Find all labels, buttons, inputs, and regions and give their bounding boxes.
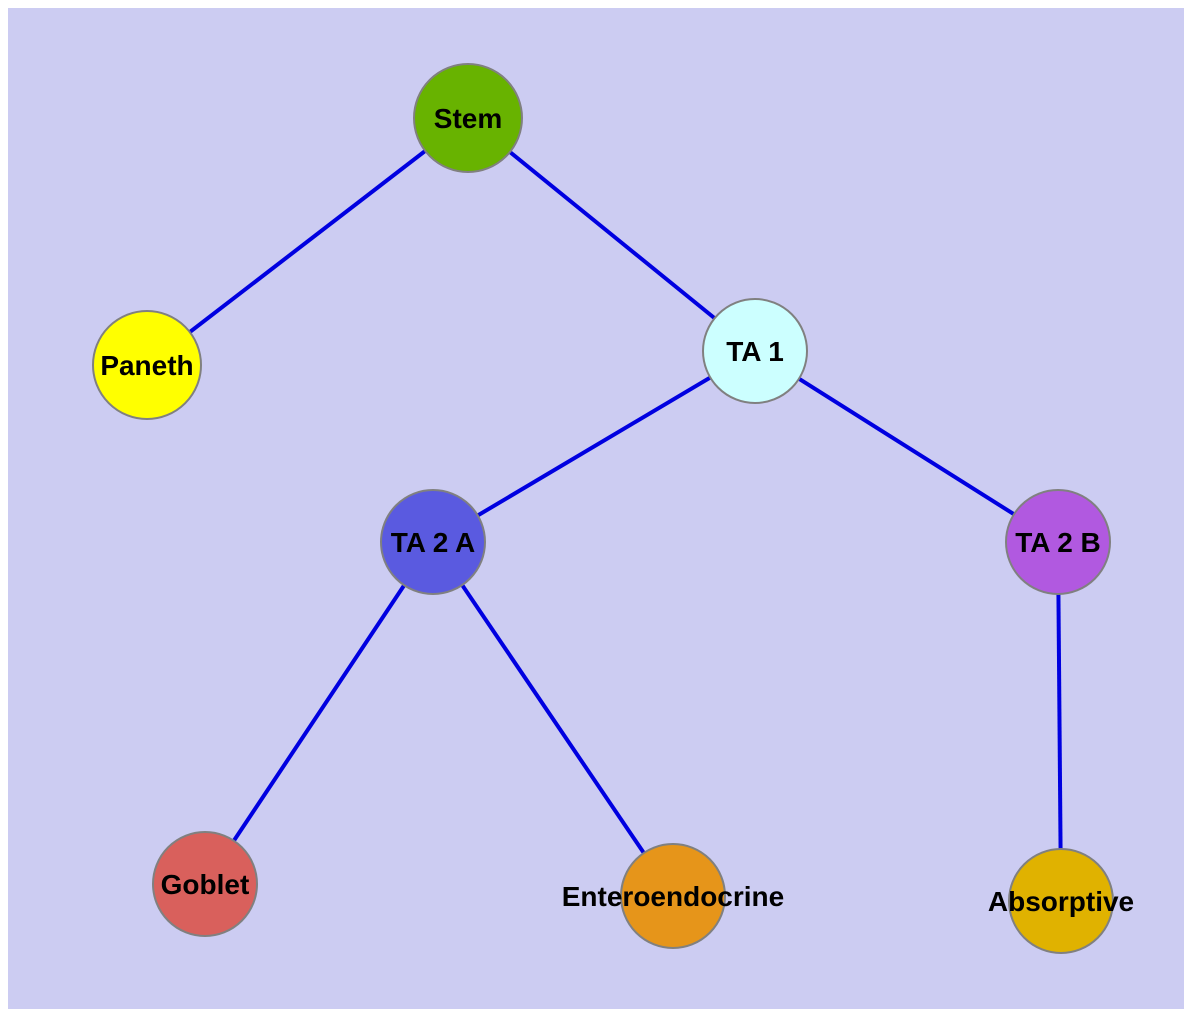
node-paneth[interactable] xyxy=(92,310,202,420)
node-absorptive[interactable] xyxy=(1008,848,1114,954)
node-stem[interactable] xyxy=(413,63,523,173)
edge-ta1-ta2b xyxy=(753,349,1060,544)
node-ta1[interactable] xyxy=(702,298,808,404)
edge-stem-paneth xyxy=(145,116,470,367)
edge-ta1-ta2a xyxy=(431,349,757,544)
edge-ta2a-goblet xyxy=(203,540,435,886)
edge-ta2b-absorptive xyxy=(1056,541,1063,902)
node-ta2a[interactable] xyxy=(380,489,486,595)
node-ta2b[interactable] xyxy=(1005,489,1111,595)
edge-ta2a-enteroendocrine xyxy=(431,540,675,898)
edge-stem-ta1 xyxy=(466,116,757,353)
node-goblet[interactable] xyxy=(152,831,258,937)
node-enteroendocrine[interactable] xyxy=(620,843,726,949)
